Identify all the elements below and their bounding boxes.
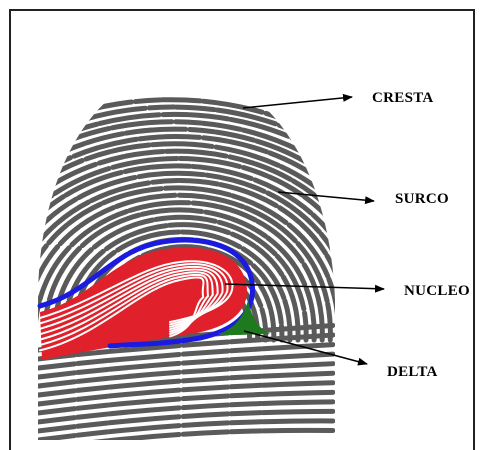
label-delta: DELTA [387, 364, 438, 381]
label-nucleo: NUCLEO [404, 283, 470, 300]
label-surco: SURCO [395, 191, 449, 208]
label-cresta: CRESTA [372, 90, 434, 107]
cresta-arrow [243, 97, 352, 108]
